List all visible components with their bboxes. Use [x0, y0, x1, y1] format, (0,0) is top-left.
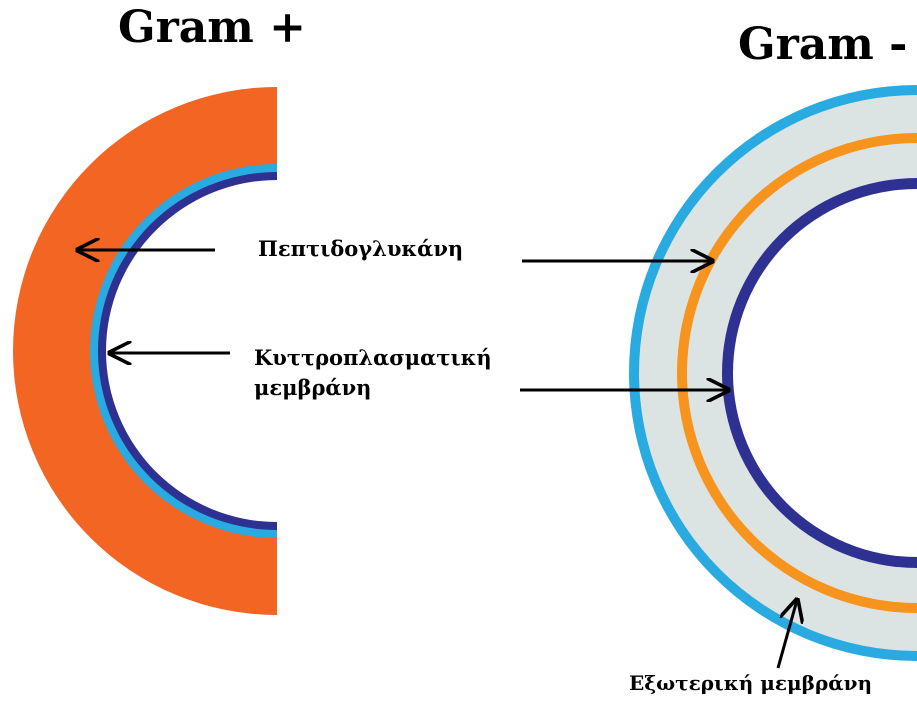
gram-positive-title: Gram +: [118, 2, 307, 53]
outer-membrane-label: Εξωτερική μεμβράνη: [629, 671, 873, 695]
arrows: [78, 250, 797, 669]
cytoplasmic-membrane-label: Κυττροπλασματική μεμβράνη: [254, 343, 492, 404]
cytoplasmic-membrane-label-line2: μεμβράνη: [254, 375, 372, 401]
gram-negative-title: Gram -: [738, 19, 908, 70]
cytoplasmic-membrane-label-line1: Κυττροπλασματική: [254, 345, 492, 370]
gram-negative-wall: [629, 85, 917, 661]
peptidoglycan-label: Πεπτιδογλυκάνη: [258, 236, 464, 261]
gram-positive-wall: [13, 87, 277, 615]
gram-positive-cytoplasm: [106, 180, 277, 522]
gram-negative-cytoplasm: [733, 189, 917, 557]
arrow-outer-membrane: [776, 600, 797, 669]
